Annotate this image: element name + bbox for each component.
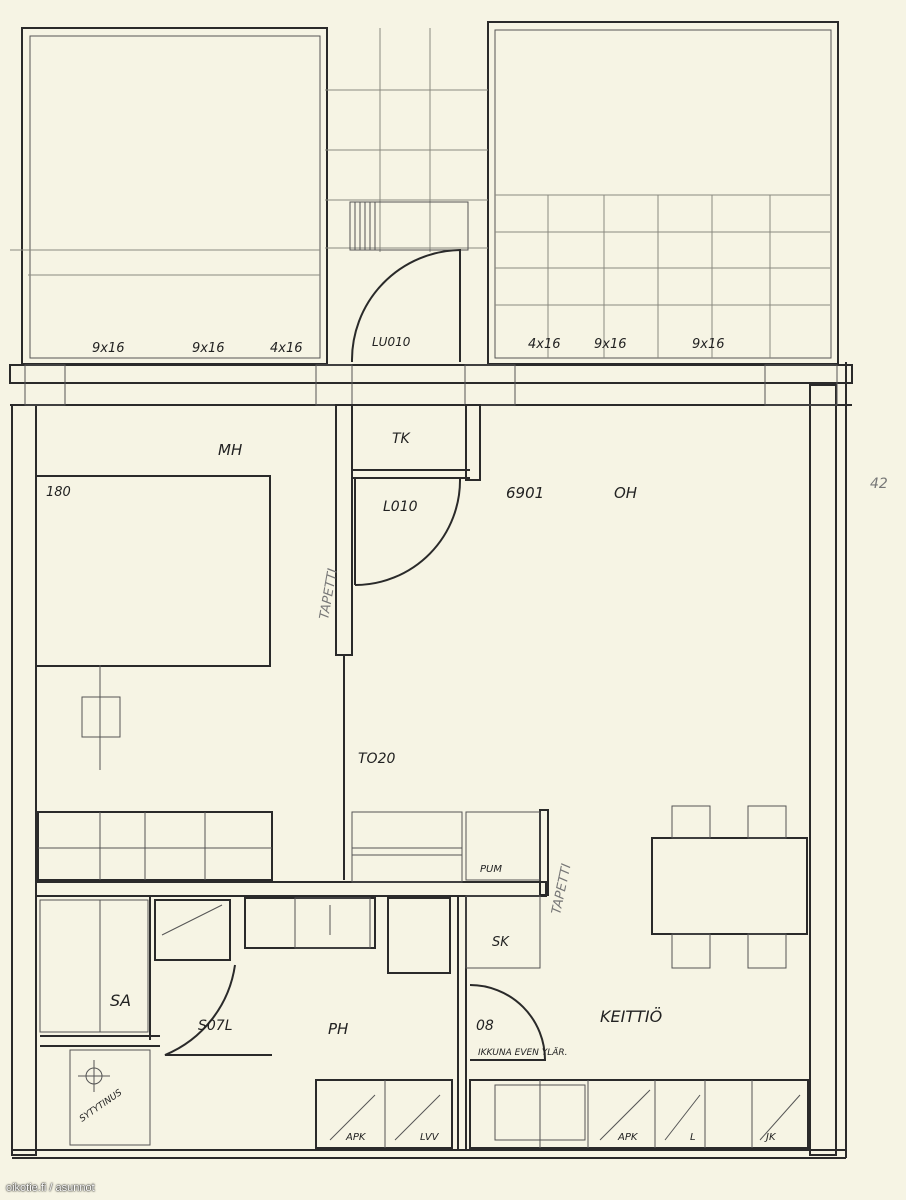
window-frames: [24, 364, 838, 406]
bed-size-label: 180: [46, 485, 71, 500]
window-label-6: 9x16: [692, 337, 725, 352]
appliance-label-1: APK: [345, 1132, 367, 1143]
nightstand: [81, 696, 121, 738]
window-label-2: 9x16: [192, 341, 225, 356]
door-label-to20: TO20: [358, 751, 395, 767]
room-label-mh: MH: [218, 441, 242, 459]
window-label-3: 4x16: [270, 341, 303, 356]
room-label-keittio: KEITTIÖ: [600, 1007, 662, 1026]
tapetti-right-note: TAPETTI: [549, 862, 574, 916]
kitchen-counter: [315, 1079, 809, 1149]
watermark: oikotie.fi / asunnot: [6, 1182, 95, 1194]
ikkuna-note: IKKUNA EVEN YLÄR.: [478, 1047, 568, 1058]
door-08-swing: [469, 984, 547, 1061]
tapetti-left-note: TAPETTI: [317, 567, 341, 620]
door-l010-swing: [354, 477, 462, 586]
balcony-right: [487, 21, 839, 365]
room-label-sa: SA: [110, 991, 131, 1010]
window-label-5: 9x16: [594, 337, 627, 352]
balcony-left: [21, 27, 328, 365]
room-label-oh: OH: [614, 484, 637, 502]
door-label-lu010: LU010: [372, 335, 411, 349]
bathroom-fixtures: [154, 895, 541, 974]
code-42: 42: [870, 476, 888, 492]
window-label-1: 9x16: [92, 341, 125, 356]
door-label-s07l: S07L: [198, 1018, 233, 1034]
door-label-08: 08: [476, 1018, 494, 1034]
room-label-tk: TK: [392, 431, 412, 447]
appliance-label-5: JK: [764, 1132, 777, 1143]
window-label-4: 4x16: [528, 337, 561, 352]
door-label-l010: L010: [383, 499, 418, 515]
balcony-tiles: [10, 28, 830, 358]
appliance-label-2: LVV: [420, 1132, 440, 1143]
room-label-ph: PH: [328, 1020, 348, 1038]
dining-table: [651, 805, 808, 969]
appliance-label-3: APK: [617, 1132, 639, 1143]
appliance-label-4: L: [690, 1132, 696, 1143]
pum-note: PUM: [480, 864, 502, 875]
wardrobes: [37, 811, 541, 883]
sytytinus-note: SYTYTINUS: [78, 1088, 124, 1125]
room-label-sk: SK: [492, 935, 510, 950]
code-6901: 6901: [506, 484, 544, 502]
door-s07l-swing: [164, 964, 272, 1056]
bed: [35, 475, 271, 667]
exterior-walls: [9, 362, 853, 1159]
door-lu010-swing: [350, 248, 461, 363]
balcony-steps: [349, 201, 469, 251]
sauna-bench: [39, 899, 151, 1146]
interior-walls: [35, 404, 549, 1150]
